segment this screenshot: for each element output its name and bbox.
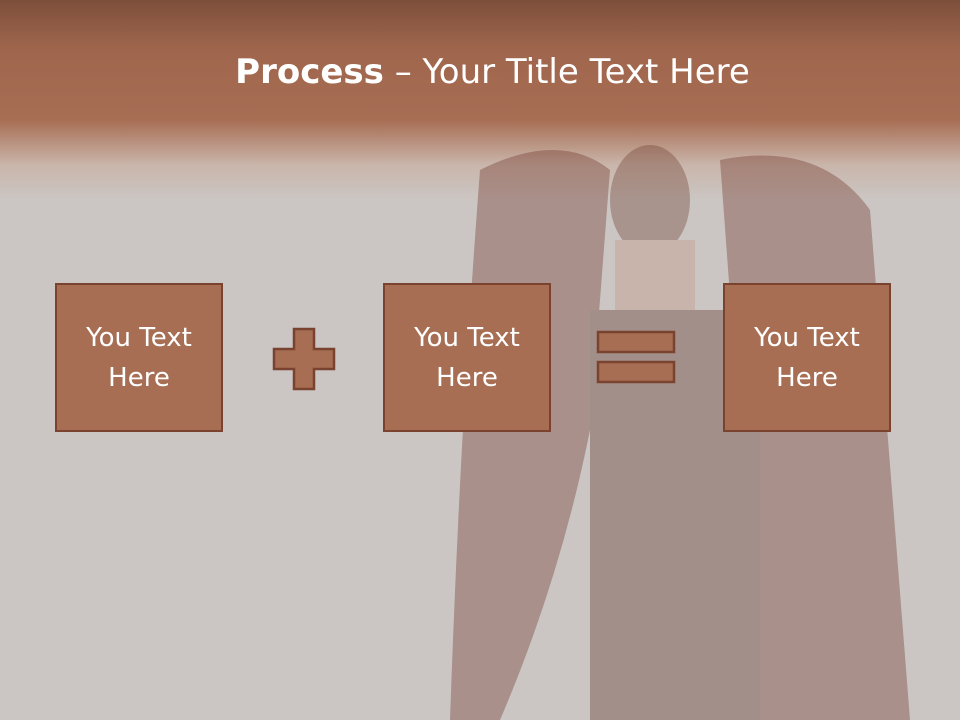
slide-title: Process – Your Title Text Here (0, 52, 960, 92)
process-box-2: You Text Here (383, 283, 551, 432)
title-separator: – (383, 52, 423, 92)
plus-icon (272, 327, 336, 391)
equals-icon (596, 330, 676, 384)
title-bold: Process (235, 52, 384, 92)
header-band (0, 0, 960, 200)
process-box-3-text: You Text Here (754, 322, 860, 393)
title-text: Your Title Text Here (422, 52, 750, 92)
process-box-1-text: You Text Here (86, 322, 192, 393)
process-box-2-text: You Text Here (414, 322, 520, 393)
process-box-1: You Text Here (55, 283, 223, 432)
process-box-3: You Text Here (723, 283, 891, 432)
